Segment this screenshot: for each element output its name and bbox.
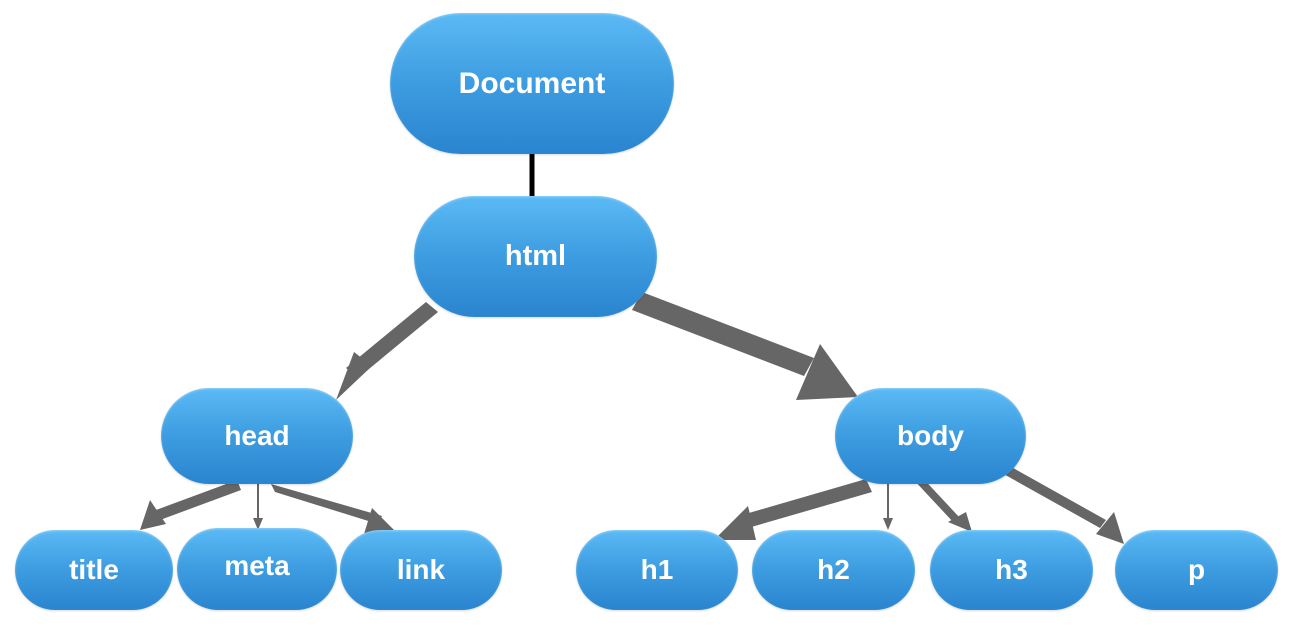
node-p-label: p — [1187, 554, 1206, 585]
node-link: link — [340, 530, 502, 610]
node-h3: h3 — [930, 530, 1093, 610]
edge-body-p — [1000, 464, 1124, 544]
node-head-label: head — [224, 420, 290, 451]
edge-body-h1 — [714, 479, 872, 540]
node-h1: h1 — [576, 530, 738, 610]
node-title: title — [15, 530, 173, 610]
node-meta-label: meta — [224, 550, 290, 581]
node-document: Document — [390, 13, 674, 154]
node-body-label: body — [897, 420, 964, 451]
edge-head-link — [271, 484, 394, 534]
node-html-label: html — [504, 240, 567, 272]
node-html: html — [414, 196, 657, 317]
edge-body-h3 — [912, 473, 972, 532]
node-document-label: Document — [458, 66, 606, 100]
node-title-label: title — [69, 554, 119, 585]
node-h2-label: h2 — [817, 554, 850, 585]
node-h2: h2 — [752, 530, 915, 610]
node-head: head — [161, 388, 353, 484]
edge-html-head — [336, 302, 438, 400]
edge-body-h2 — [883, 484, 893, 530]
node-link-label: link — [396, 554, 446, 585]
edge-head-meta — [253, 484, 263, 530]
node-p: p — [1115, 530, 1278, 610]
node-meta: meta — [177, 528, 337, 610]
edge-head-title — [140, 480, 241, 530]
node-h3-label: h3 — [995, 554, 1028, 585]
node-body: body — [835, 388, 1026, 484]
node-h1-label: h1 — [640, 554, 674, 585]
edge-html-body — [632, 292, 858, 400]
